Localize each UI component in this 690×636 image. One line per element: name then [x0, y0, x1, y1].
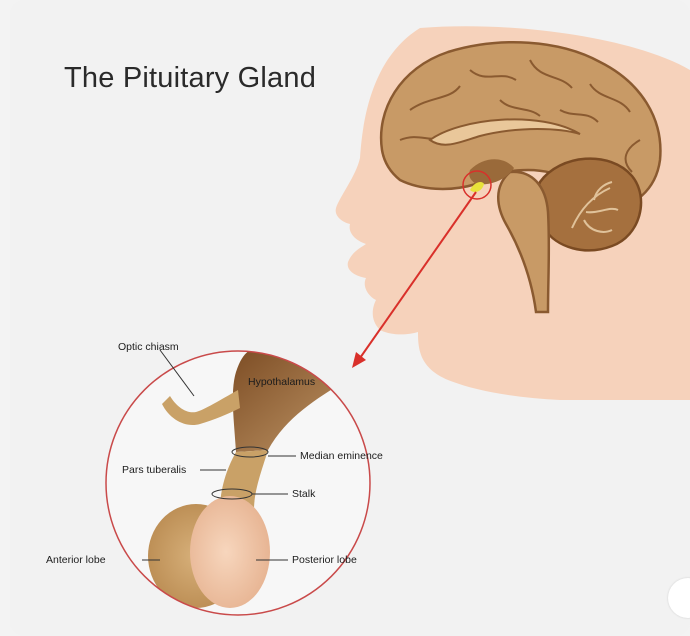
page-title: The Pituitary Gland	[64, 62, 317, 94]
thalamus	[469, 159, 514, 185]
label-hypothalamus: Hypothalamus	[248, 376, 316, 388]
brainstem	[497, 170, 551, 314]
pituitary-location-marker	[462, 170, 492, 200]
label-median-eminence: Median eminence	[300, 450, 383, 462]
pituitary-gland-dot	[470, 182, 484, 192]
stalk-shape	[220, 450, 268, 510]
leader-lines	[142, 349, 296, 561]
cerebellum	[535, 157, 643, 252]
median-eminence-ring	[231, 446, 269, 458]
label-stalk: Stalk	[292, 488, 316, 500]
brain-gyri	[399, 59, 641, 173]
label-posterior-lobe: Posterior lobe	[292, 554, 357, 566]
pointer-arrowhead	[352, 352, 366, 368]
cerebellum-arbor	[571, 181, 619, 233]
posterior-lobe-shape	[190, 496, 270, 608]
label-optic-chiasm: Optic chiasm	[118, 341, 179, 353]
corner-circle-button[interactable]	[668, 578, 690, 618]
optic-chiasm-shape	[162, 390, 240, 426]
pointer-arrow	[359, 191, 477, 359]
label-anterior-lobe: Anterior lobe	[46, 554, 106, 566]
label-pars-tuberalis: Pars tuberalis	[122, 464, 187, 476]
zoom-circle-border	[105, 350, 371, 616]
corpus-callosum	[428, 118, 581, 146]
